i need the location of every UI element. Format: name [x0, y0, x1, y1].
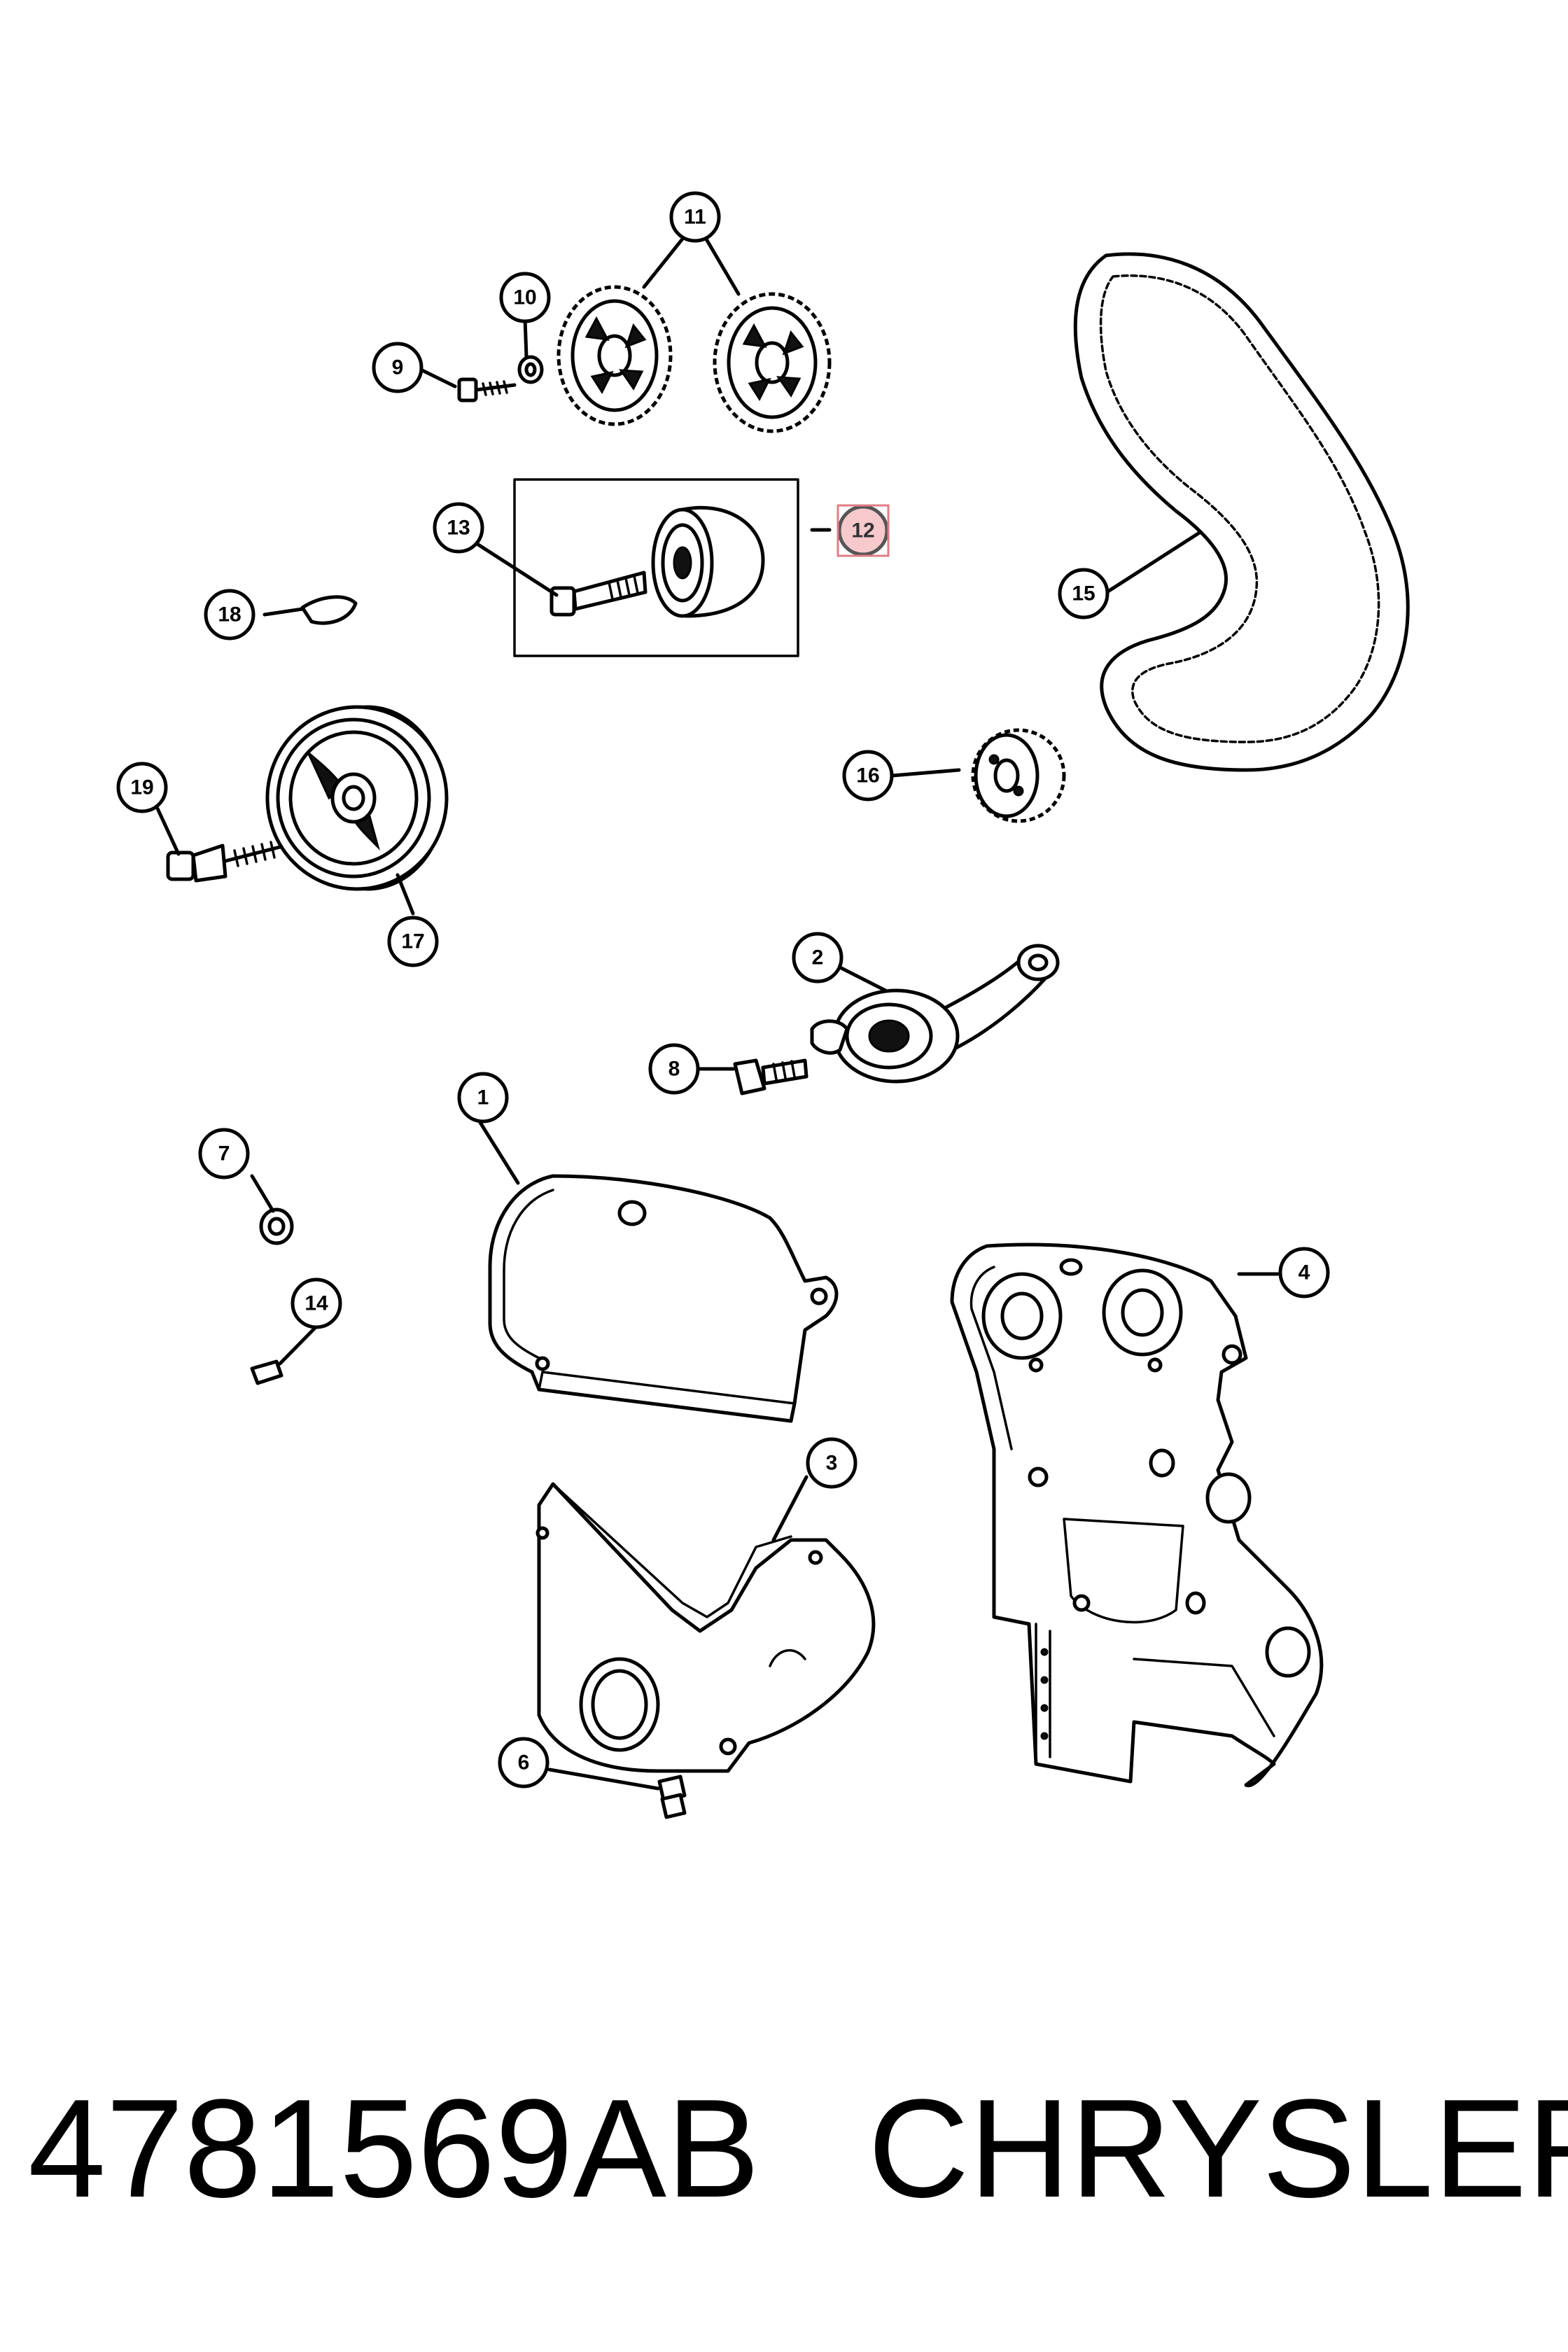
- callout-17[interactable]: 17: [387, 916, 439, 967]
- callout-10[interactable]: 10: [499, 272, 551, 323]
- svg-text:8: 8: [668, 1058, 680, 1081]
- crankshaft-damper: [265, 705, 449, 891]
- idler-pulley: [651, 505, 765, 618]
- callout-12[interactable]: 12: [836, 504, 890, 557]
- idler-pulley-bolt: [550, 570, 648, 617]
- callout-2[interactable]: 2: [792, 932, 844, 983]
- lower-timing-cover: [536, 1482, 876, 1773]
- sprocket-bolt: [457, 377, 517, 402]
- callout-15[interactable]: 15: [1058, 568, 1110, 620]
- brand-name: CHRYSLER: [868, 2071, 1568, 2227]
- svg-text:18: 18: [218, 603, 241, 626]
- callout-18[interactable]: 18: [204, 589, 255, 640]
- callout-1[interactable]: 1: [457, 1072, 509, 1124]
- leader-lines: [155, 236, 1280, 1791]
- callout-4[interactable]: 4: [1278, 1247, 1330, 1298]
- woodruff-key: [300, 595, 358, 625]
- upper-timing-cover: [488, 1174, 839, 1423]
- damper-bolt: [166, 841, 282, 883]
- callout-14[interactable]: 14: [290, 1278, 342, 1329]
- svg-text:4: 4: [1298, 1261, 1310, 1284]
- belt-tensioner: [810, 944, 1060, 1084]
- svg-text:7: 7: [218, 1142, 230, 1166]
- sprocket-washer: [517, 355, 544, 384]
- svg-text:19: 19: [130, 776, 153, 799]
- part-number: 4781569AB: [28, 2071, 760, 2227]
- callout-3[interactable]: 3: [806, 1437, 858, 1489]
- svg-text:14: 14: [304, 1292, 328, 1315]
- camshaft-sprocket-left: [556, 285, 673, 426]
- svg-text:2: 2: [812, 946, 824, 969]
- callout-11[interactable]: 11: [669, 191, 721, 243]
- svg-text:12: 12: [851, 519, 874, 542]
- dowel-pin: [250, 1359, 284, 1385]
- svg-text:13: 13: [447, 517, 470, 540]
- callout-19[interactable]: 19: [116, 762, 168, 813]
- callout-16[interactable]: 16: [842, 750, 894, 802]
- timing-belt: [1073, 252, 1410, 772]
- svg-text:10: 10: [513, 286, 536, 309]
- svg-text:17: 17: [401, 930, 424, 953]
- tensioner-bolt: [733, 1058, 808, 1096]
- svg-text:6: 6: [518, 1751, 530, 1774]
- lower-cover-bolt: [657, 1774, 687, 1819]
- cover-nut: [259, 1208, 294, 1245]
- callout-13[interactable]: 13: [433, 502, 484, 554]
- rear-timing-cover: [950, 1242, 1324, 1788]
- svg-text:16: 16: [856, 764, 879, 788]
- callout-7[interactable]: 7: [198, 1128, 250, 1180]
- svg-text:3: 3: [826, 1452, 838, 1475]
- svg-text:15: 15: [1072, 582, 1095, 606]
- svg-text:1: 1: [477, 1086, 489, 1110]
- crankshaft-sprocket: [971, 728, 1066, 823]
- callout-8[interactable]: 8: [648, 1043, 700, 1095]
- svg-text:9: 9: [392, 356, 404, 379]
- callout-9[interactable]: 9: [372, 342, 424, 393]
- svg-text:11: 11: [684, 206, 706, 229]
- callout-6[interactable]: 6: [498, 1737, 550, 1788]
- camshaft-sprocket-right: [713, 292, 832, 433]
